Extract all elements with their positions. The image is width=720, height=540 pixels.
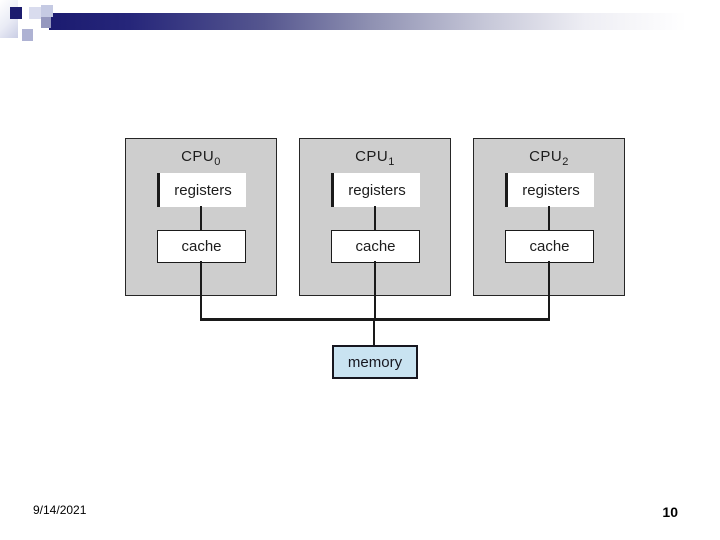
cpu2-registers-box: registers	[505, 173, 594, 207]
cpu2-registers-label: registers	[522, 181, 580, 199]
cpu2-cache-bus-connector	[548, 261, 550, 319]
header-gradient-strip	[0, 0, 18, 38]
cpu0-registers-label: registers	[174, 181, 232, 199]
decor-square-light	[29, 7, 41, 19]
decor-square-lavender	[22, 29, 33, 41]
cpu2-label: CPU2	[474, 148, 624, 168]
cpu0-box: CPU0 registers cache	[125, 138, 277, 296]
slide-date: 9/14/2021	[33, 503, 87, 517]
cpu2-registers-cache-connector	[548, 206, 550, 230]
decor-square-pale	[41, 5, 53, 17]
cpu1-label: CPU1	[300, 148, 450, 168]
cpu0-label-subscript: 0	[214, 156, 221, 168]
cpu0-cache-box: cache	[157, 230, 246, 263]
header-title-bar	[49, 13, 720, 30]
cpu1-registers-cache-connector	[374, 206, 376, 230]
cpu0-label: CPU0	[126, 148, 276, 168]
cpu0-registers-cache-connector	[200, 206, 202, 230]
cpu1-cache-label: cache	[355, 238, 396, 255]
cpu1-box: CPU1 registers cache	[299, 138, 451, 296]
memory-box: memory	[332, 345, 418, 379]
cpu1-cache-bus-connector	[374, 261, 376, 319]
cpu0-cache-bus-connector	[200, 261, 202, 319]
cpu0-label-text: CPU	[181, 148, 215, 165]
cpu0-registers-box: registers	[157, 173, 246, 207]
cpu1-label-subscript: 1	[388, 156, 395, 168]
memory-label: memory	[347, 353, 403, 371]
cpu1-registers-label: registers	[348, 181, 406, 199]
decor-square-slate	[41, 17, 51, 28]
cpu1-registers-box: registers	[331, 173, 420, 207]
system-bus-line	[200, 318, 550, 321]
cpu2-label-subscript: 2	[562, 156, 569, 168]
cpu2-cache-label: cache	[529, 238, 570, 255]
cpu2-cache-box: cache	[505, 230, 594, 263]
slide-page-number: 10	[662, 504, 678, 520]
decor-square-navy	[10, 7, 22, 19]
cpu1-cache-box: cache	[331, 230, 420, 263]
cpu1-label-text: CPU	[355, 148, 389, 165]
cpu2-label-text: CPU	[529, 148, 563, 165]
bus-memory-connector	[373, 320, 375, 346]
cpu0-cache-label: cache	[181, 238, 222, 255]
